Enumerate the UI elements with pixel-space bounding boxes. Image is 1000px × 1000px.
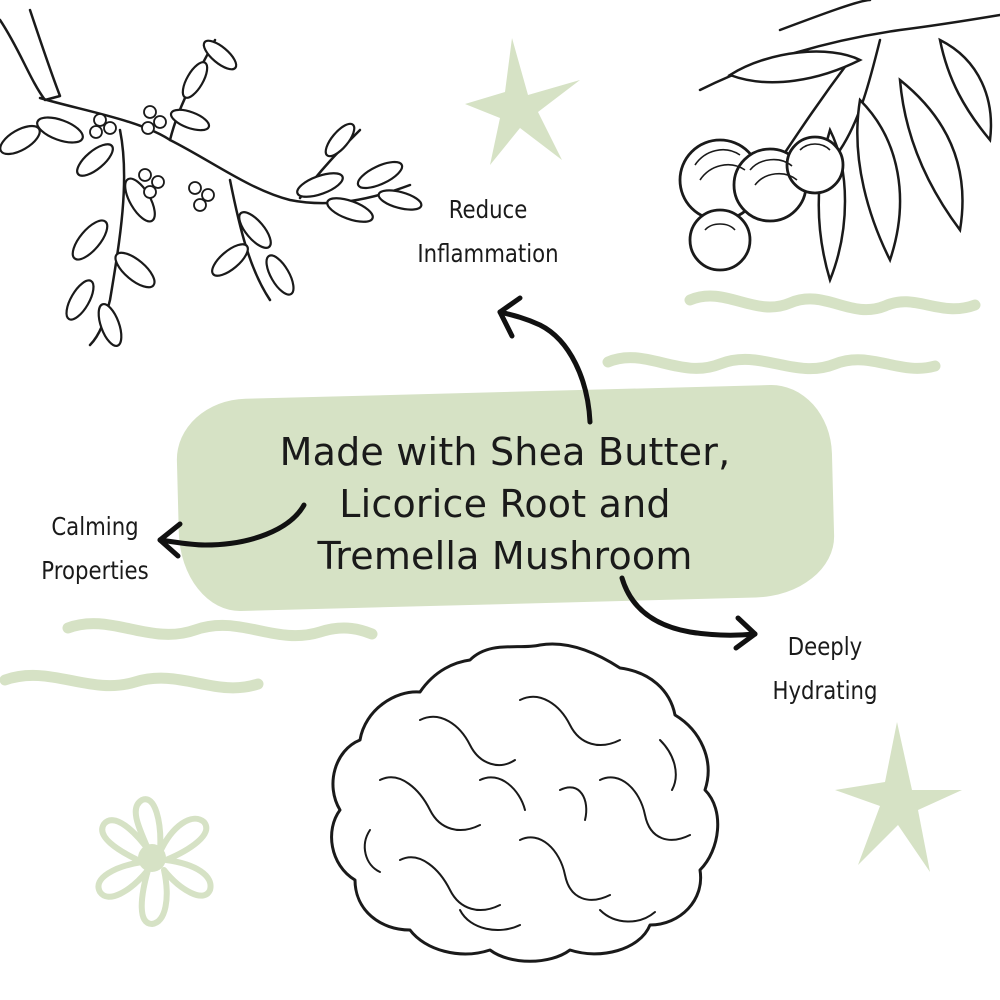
arrow-to-reduce-inflammation	[497, 309, 593, 425]
arrowhead	[733, 615, 758, 651]
wavy-lines-decoration	[602, 290, 981, 374]
benefit-reduce-inflammation: Reduce Inflammation	[403, 188, 573, 276]
headline-text: Made with Shea Butter, Licorice Root and…	[190, 426, 820, 582]
benefit-calming-properties: Calming Properties	[23, 505, 168, 593]
wavy-lines-decoration	[0, 618, 378, 694]
arrow-to-calming-properties	[157, 502, 307, 548]
benefit-line: Calming	[51, 512, 139, 541]
benefit-deeply-hydrating: Deeply Hydrating	[753, 625, 898, 713]
headline-line: Licorice Root and	[339, 482, 671, 526]
arrowhead	[497, 295, 523, 339]
arrow-to-deeply-hydrating	[619, 575, 758, 638]
benefit-line: Properties	[41, 556, 149, 585]
headline-line: Tremella Mushroom	[317, 534, 693, 578]
benefit-line: Hydrating	[772, 676, 878, 705]
headline-line: Made with Shea Butter,	[279, 430, 731, 474]
daisy-flower-icon	[95, 796, 214, 927]
benefit-line: Deeply	[787, 632, 863, 661]
sparkle-star-icon	[835, 722, 962, 872]
benefit-line: Reduce	[448, 195, 528, 224]
arrowhead	[157, 521, 183, 559]
benefit-line: Inflammation	[417, 239, 559, 268]
sparkle-star-icon	[465, 38, 580, 165]
